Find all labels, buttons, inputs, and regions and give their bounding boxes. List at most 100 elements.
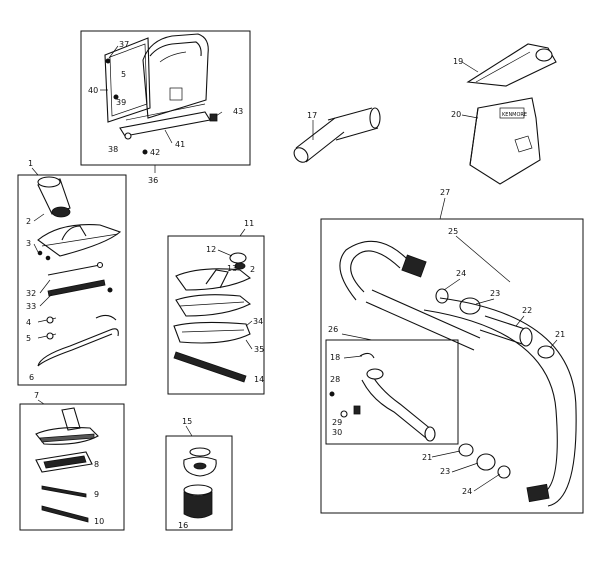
- callout-34: 34: [253, 317, 263, 326]
- clip-30: [353, 405, 361, 415]
- callout-26: 26: [328, 325, 338, 334]
- screw-39: [113, 94, 119, 100]
- leader-2: [33, 213, 45, 222]
- leader-26: [341, 333, 373, 341]
- callout-8: 8: [94, 460, 99, 469]
- leader-32: [39, 279, 51, 294]
- leader-24b: [473, 473, 501, 492]
- strip-10: [41, 505, 89, 523]
- bracket-20-slot: [514, 135, 533, 153]
- callout-7: 7: [34, 391, 39, 400]
- caddy-base-bracket: [119, 111, 211, 137]
- hose-loop-inner: [423, 309, 558, 495]
- wand-17-end: [293, 147, 309, 163]
- leader-35: [245, 339, 253, 350]
- callout-29: 29: [332, 418, 342, 427]
- elbow-wand-end: [424, 426, 436, 442]
- hose-25-curve-outer: [339, 240, 411, 301]
- axle-32: [47, 264, 101, 276]
- caddy-box-outline: [80, 30, 251, 166]
- bumper-clip: [95, 314, 117, 321]
- screw-42: [142, 149, 148, 155]
- leader-12: [217, 249, 233, 257]
- nozzle-head-7: [35, 427, 99, 445]
- caddy-window: [169, 87, 183, 101]
- upholstery-box: [167, 235, 265, 395]
- nozzle-head-7-strip: [39, 433, 95, 443]
- leader-3: [33, 243, 39, 253]
- caddy-body: [142, 33, 209, 119]
- nozzle-neck-7: [61, 407, 81, 431]
- callout-24b: 24: [462, 487, 472, 496]
- callout-14: 14: [254, 375, 264, 384]
- elbow-wand-top: [366, 368, 384, 380]
- dusting-brush-group: 15 16: [165, 417, 233, 531]
- tool-caddy-group: 37 40 5 39 38 42 41 43 36: [80, 30, 251, 185]
- brush-head-swivel: [61, 225, 87, 241]
- leader-27: [439, 197, 446, 220]
- small-nozzle-box: [19, 403, 125, 531]
- callout-5b: 5: [26, 334, 31, 343]
- callout-11: 11: [244, 219, 254, 228]
- coupler-24b: [497, 465, 511, 479]
- callout-2b: 2: [250, 265, 255, 274]
- callout-23: 23: [490, 289, 500, 298]
- screw-3b: [45, 255, 51, 261]
- dusting-brush-box: [165, 435, 233, 531]
- callout-35: 35: [254, 345, 264, 354]
- tool-frame-34-inner: [181, 329, 245, 333]
- callout-32: 32: [26, 289, 36, 298]
- caddy-handle-inner: [159, 51, 187, 63]
- leader-15: [185, 425, 193, 437]
- wand-17-a: [295, 117, 345, 163]
- neck-13: [229, 252, 247, 264]
- callout-21: 21: [555, 330, 565, 339]
- tube-22-end: [519, 327, 533, 347]
- upholstery-swivel: [205, 269, 229, 289]
- leader-23: [475, 298, 495, 305]
- callout-43: 43: [233, 107, 243, 116]
- hose-loop-cuff: [526, 483, 550, 503]
- wand-17-b: [327, 107, 379, 141]
- callout-17: 17: [307, 111, 317, 120]
- crevice-tool-19: 19: [453, 43, 557, 87]
- callout-20: 20: [451, 110, 461, 119]
- floor-brush-group: 1 2 3 32 33 4 5 6: [17, 159, 127, 386]
- leader-18: [343, 355, 363, 359]
- caddy-handle: [149, 41, 202, 57]
- callout-2: 2: [26, 217, 31, 226]
- callout-25: 25: [448, 227, 458, 236]
- insert-8-pad: [43, 455, 87, 469]
- callout-21b: 21: [422, 453, 432, 462]
- callout-22: 22: [522, 306, 532, 315]
- callout-24: 24: [456, 269, 466, 278]
- hose-loop-outer: [439, 297, 577, 507]
- callout-40: 40: [88, 86, 98, 95]
- axle-32-end: [96, 261, 104, 269]
- leader-23b: [451, 462, 479, 473]
- coupler-24: [435, 288, 449, 304]
- callout-18: 18: [330, 353, 340, 362]
- upholstery-insert: [175, 294, 252, 317]
- callout-16: 16: [178, 521, 188, 530]
- brush-strip-33: [47, 279, 106, 297]
- crevice-tool-opening: [535, 48, 553, 62]
- extension-wand-17: 17: [293, 107, 381, 163]
- leader-37: [108, 45, 119, 59]
- leader-25: [455, 235, 511, 283]
- callout-37: 37: [119, 40, 129, 49]
- hose-assembly-box: [320, 218, 584, 514]
- screw-28: [329, 391, 335, 397]
- hose-25-curve: [350, 250, 401, 293]
- leader-33: [39, 293, 53, 307]
- leader-21b: [431, 450, 461, 458]
- callout-30: 30: [332, 428, 342, 437]
- dusting-brush-cap-15: [183, 456, 217, 477]
- leader-43: [215, 111, 223, 117]
- brush-head: [37, 224, 122, 257]
- sub-assembly-box: [325, 339, 459, 445]
- callout-42: 42: [150, 148, 160, 157]
- holder-bracket-20: KENMORE 20: [451, 97, 541, 185]
- collar-21b: [458, 443, 474, 457]
